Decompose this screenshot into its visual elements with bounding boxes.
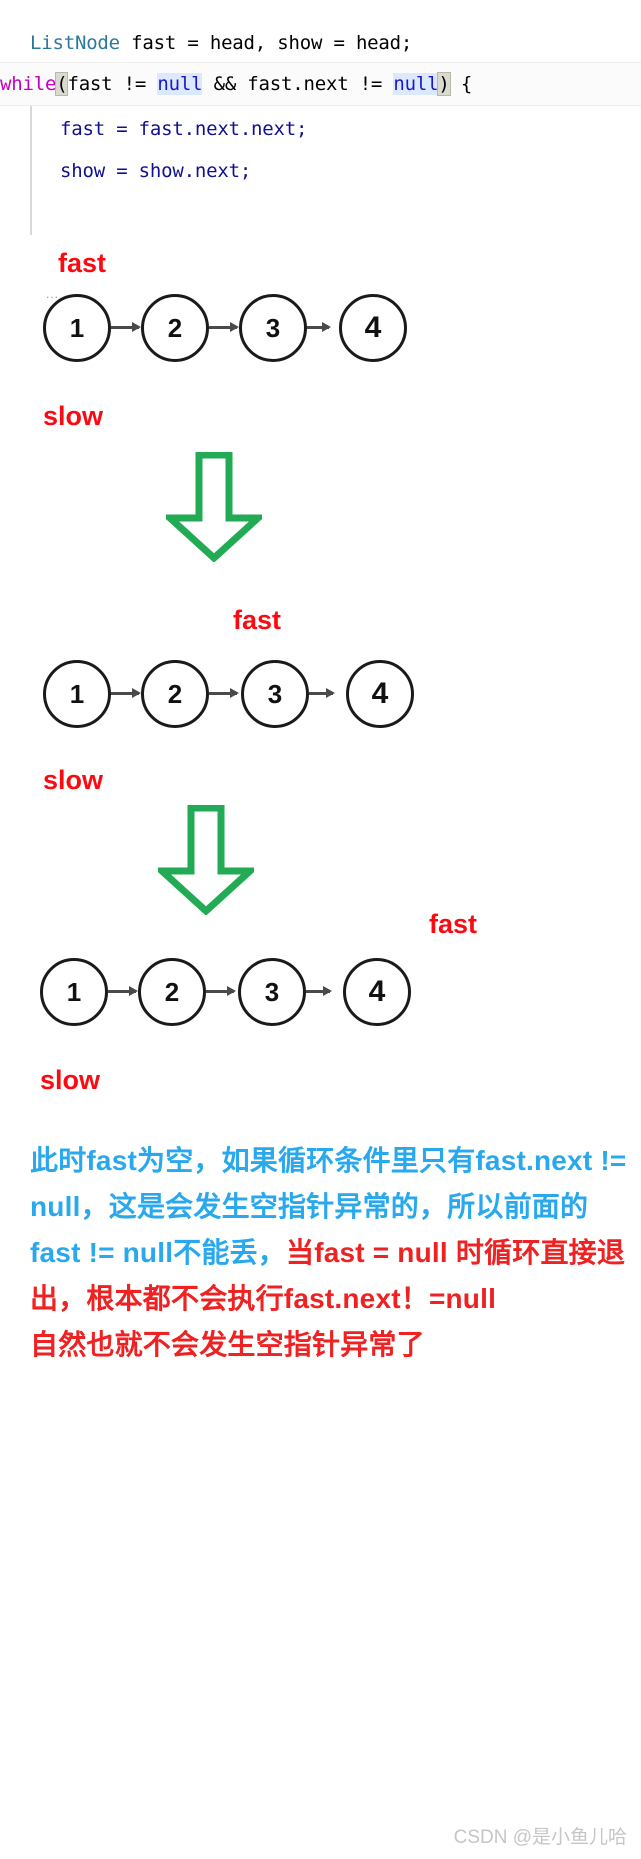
code-token-null-1: null — [157, 73, 203, 95]
list-node-2: 2 — [138, 958, 206, 1026]
list-node-3: 3 — [239, 294, 307, 362]
slow-pointer-label-3: slow — [40, 1065, 101, 1095]
code-token-type: ListNode — [30, 32, 120, 54]
list-edge-3-4 — [309, 688, 335, 698]
list-node-2: 2 — [141, 294, 209, 362]
list-node-1: 1 — [40, 958, 108, 1026]
code-editor[interactable]: ListNode fast = head, show = head; while… — [0, 0, 641, 235]
list-node-3: 3 — [241, 660, 309, 728]
csdn-watermark: CSDN @是小鱼儿哈 — [453, 1827, 627, 1848]
code-line-4[interactable]: show = show.next; — [0, 150, 641, 192]
explanation-cyan: 此时fast为空，如果循环条件里只有fast.next != null，这是会发… — [30, 1145, 635, 1268]
code-line-2-while[interactable]: while(fast != null && fast.next != null)… — [0, 62, 641, 106]
list-node-4: 4 — [343, 958, 411, 1026]
list-node-1: 1 — [43, 660, 111, 728]
code-token-while-keyword: while — [0, 73, 57, 95]
green-down-arrow-1 — [160, 451, 268, 567]
list-node-4: 4 — [339, 294, 407, 362]
code-token-show-advance: show = show.next; — [60, 160, 252, 182]
code-line-1[interactable]: ListNode fast = head, show = head; — [0, 22, 641, 64]
ghost-dots-icon: ... — [46, 287, 60, 301]
code-token-open-brace: { — [449, 73, 473, 95]
code-token-open-paren: ( — [55, 72, 69, 96]
fast-pointer-label-3: fast — [429, 909, 478, 939]
code-token-null-2: null — [393, 73, 439, 95]
slow-pointer-label-2: slow — [43, 765, 104, 795]
list-edge-1-2 — [108, 986, 138, 996]
list-node-2: 2 — [141, 660, 209, 728]
code-token-close-paren: ) — [437, 72, 451, 96]
green-down-arrow-2 — [152, 804, 260, 920]
code-token-fast-advance: fast = fast.next.next; — [60, 118, 308, 140]
code-line-3[interactable]: fast = fast.next.next; — [0, 108, 641, 150]
fast-pointer-label-1: fast — [58, 248, 107, 278]
list-edge-2-3 — [206, 986, 236, 996]
diagram-step-1: ... fast 1 2 3 4 slow — [0, 235, 641, 435]
list-edge-1-2 — [111, 688, 141, 698]
code-indent-guide — [30, 100, 32, 235]
list-edge-2-3 — [209, 322, 239, 332]
fast-pointer-label-2: fast — [233, 605, 282, 635]
list-edge-3-4 — [307, 322, 331, 332]
code-token-cond-a: fast != — [67, 73, 158, 95]
code-token-declaration: fast = head, show = head; — [119, 32, 413, 54]
explanation-text: 此时fast为空，如果循环条件里只有fast.next != null，这是会发… — [30, 1138, 630, 1368]
list-edge-3-4 — [306, 986, 332, 996]
list-edge-2-3 — [209, 688, 239, 698]
list-edge-1-2 — [111, 322, 141, 332]
list-node-4: 4 — [346, 660, 414, 728]
code-token-cond-b: && fast.next != — [202, 73, 394, 95]
slow-pointer-label-1: slow — [43, 401, 104, 431]
diagram-step-3: fast 1 2 3 4 slow — [0, 900, 641, 1100]
list-node-3: 3 — [238, 958, 306, 1026]
list-node-1: 1 — [43, 294, 111, 362]
explanation-red: 当fast = null 时循环直接退出，根本都不会执行fast.next！=n… — [30, 1237, 626, 1360]
diagram-step-2: fast 1 2 3 4 slow — [0, 600, 641, 800]
